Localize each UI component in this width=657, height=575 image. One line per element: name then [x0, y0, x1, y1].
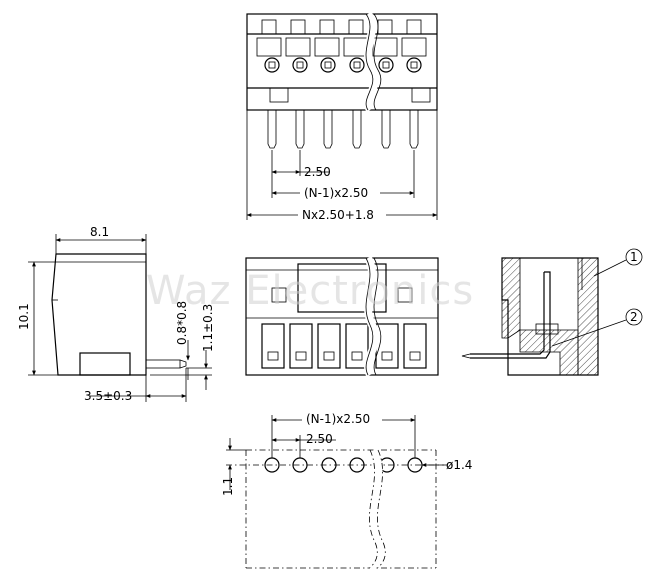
top-span-label: (N-1)x2.50 [304, 186, 368, 200]
top-view: 2.50 (N-1)x2.50 Nx2.50+1.8 [246, 11, 438, 222]
callout-2-label: 2 [630, 310, 638, 324]
pcb-edge-label: 1.1 [221, 477, 235, 496]
side-view: 8.1 10.1 0.8*0.8 1.1±0.3 3.5±0.3 [17, 225, 215, 403]
side-width-label: 8.1 [90, 225, 109, 239]
side-pin-tol-label: 1.1±0.3 [201, 304, 215, 352]
callout-1-label: 1 [630, 250, 638, 264]
top-pitch-label: 2.50 [304, 165, 331, 179]
pcb-span-label: (N-1)x2.50 [306, 412, 370, 426]
contact-circles [264, 57, 422, 73]
cavity-row [261, 323, 427, 369]
side-pin-label: 0.8*0.8 [175, 301, 189, 345]
latch-row [256, 19, 427, 57]
pcb-hole-label: ø1.4 [446, 458, 472, 472]
front-view [245, 256, 439, 377]
side-offset-label: 3.5±0.3 [84, 389, 132, 403]
pin-row [267, 110, 419, 149]
section-view: 1 2 [461, 248, 643, 376]
pcb-layout-view: (N-1)x2.50 2.50 ø1.4 1.1 [221, 412, 472, 572]
pcb-pitch-label: 2.50 [306, 432, 333, 446]
top-overall-label: Nx2.50+1.8 [302, 208, 374, 222]
side-height-label: 10.1 [17, 303, 31, 330]
watermark-text: Waz Electronics [146, 268, 474, 314]
